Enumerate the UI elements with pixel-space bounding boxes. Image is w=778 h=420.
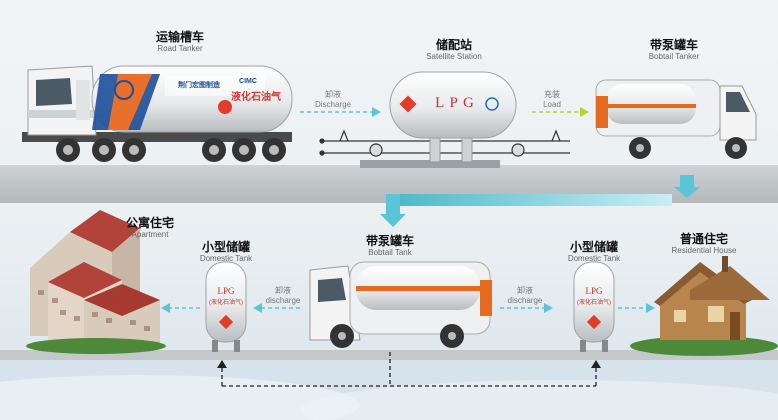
- tank-right-lpg: LPG: [585, 286, 603, 296]
- house-subtitle: Residential House: [671, 246, 737, 255]
- road-tanker-title: 运输槽车: [155, 30, 204, 44]
- apartment-title: 公寓住宅: [125, 216, 174, 230]
- discharge-top-cn: 卸液: [325, 90, 341, 99]
- tank-left-lpg-sub: (液化石油气): [209, 300, 243, 306]
- bobtail-truck-top: [595, 79, 757, 159]
- discharge-arrow-left: [161, 303, 300, 313]
- tank-right-subtitle: Domestic Tank: [567, 254, 621, 263]
- company-logo: [114, 80, 134, 100]
- discharge-right-cn: 卸液: [517, 286, 533, 295]
- road-tanker: [22, 65, 293, 162]
- road-tanker-subtitle: Road Tanker: [157, 44, 203, 53]
- load-arrow: [532, 107, 589, 117]
- cloud: [0, 375, 360, 420]
- return-dashed-loop: [217, 352, 601, 387]
- load-en: Load: [543, 100, 561, 109]
- tank-left-title: 小型储罐: [201, 240, 250, 254]
- discharge-right-en: discharge: [507, 296, 543, 305]
- domestic-tank-left: [205, 261, 247, 352]
- discharge-top-en: Discharge: [314, 100, 351, 109]
- station-title: 储配站: [435, 38, 472, 52]
- discharge-arrow-top: [300, 107, 381, 117]
- station-tank: [360, 71, 517, 168]
- road-tanker-brand: 液化石油气: [231, 92, 281, 103]
- cloud: [300, 380, 778, 420]
- apartment-subtitle: Apartment: [131, 230, 169, 239]
- discharge-left-cn: 卸液: [275, 286, 291, 295]
- bobtail-truck-bottom: [309, 261, 492, 348]
- bobtail-top-title: 带泵罐车: [649, 38, 698, 52]
- discharge-left-en: discharge: [265, 296, 301, 305]
- load-cn: 充装: [544, 90, 560, 99]
- hazard-icon: [218, 100, 232, 114]
- residential-house: [630, 256, 778, 356]
- tank-right-lpg-sub: (液化石油气): [577, 300, 611, 306]
- station-pipes: [319, 129, 570, 157]
- domestic-tank-right: [573, 261, 615, 352]
- station-tank-label: L P G: [435, 95, 475, 111]
- return-flow-arrow: [380, 175, 700, 227]
- tank-right-title: 小型储罐: [569, 240, 618, 254]
- bobtail-top-subtitle: Bobtail Tanker: [648, 52, 700, 61]
- station-subtitle: Satellite Station: [426, 52, 482, 61]
- tank-left-lpg: LPG: [217, 286, 235, 296]
- road-tanker-cimc: CIMC: [239, 78, 257, 85]
- house-title: 普通住宅: [679, 232, 728, 246]
- bottom-ground: [0, 350, 778, 360]
- discharge-arrow-right: [500, 303, 655, 313]
- tank-left-subtitle: Domestic Tank: [199, 254, 253, 263]
- road-tanker-company: 荆门宏图制造: [178, 82, 220, 89]
- apartment-buildings: [26, 210, 166, 354]
- station-logo-icon: [485, 97, 499, 111]
- bobtail-bottom-title: 带泵罐车: [365, 234, 414, 248]
- bobtail-bottom-subtitle: Bobtail Tank: [368, 248, 412, 257]
